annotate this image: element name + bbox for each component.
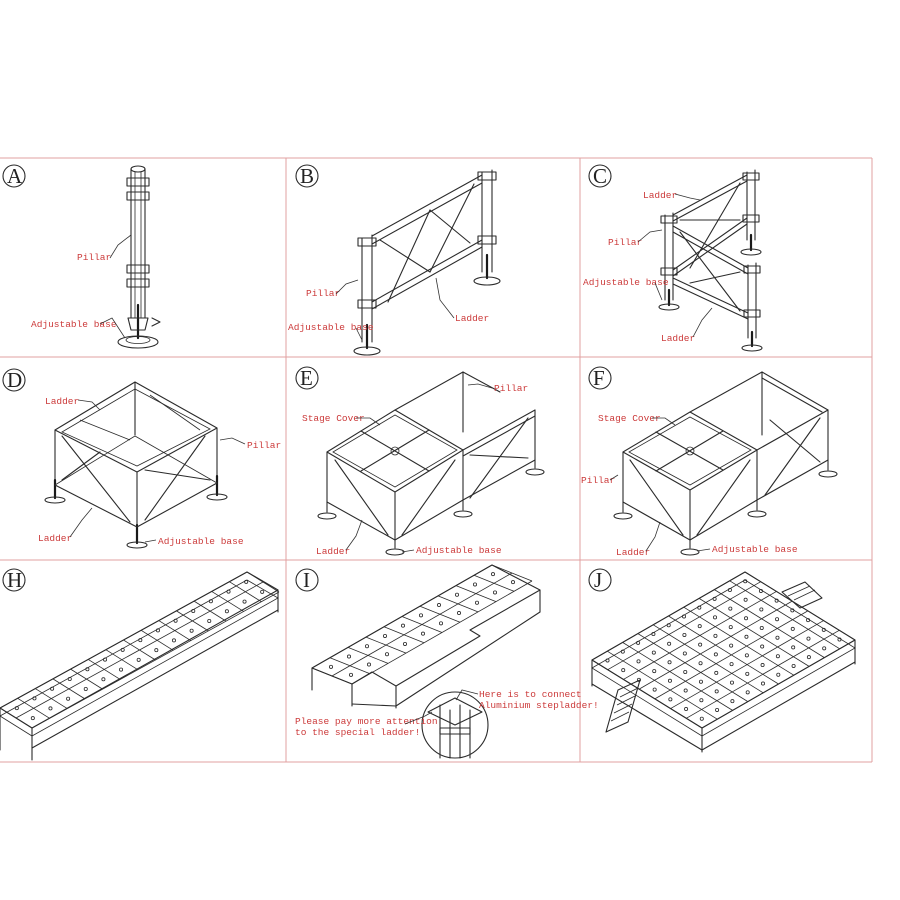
label-pillar: Pillar bbox=[581, 475, 615, 486]
label-adjustable-base: Adjustable base bbox=[416, 545, 502, 556]
ladder-frame-drawing bbox=[353, 169, 501, 356]
panel-letter-h: H bbox=[7, 568, 22, 592]
panel-j: J bbox=[588, 568, 856, 753]
label-ladder: Ladder bbox=[616, 547, 650, 558]
single-deck-frame-drawing bbox=[44, 381, 228, 549]
label-pillar: Pillar bbox=[247, 440, 281, 451]
double-deck-drawing bbox=[613, 371, 838, 556]
pillar-drawing bbox=[117, 165, 161, 349]
label-pillar: Pillar bbox=[494, 383, 528, 394]
corner-frame-drawing bbox=[658, 169, 763, 352]
label-ladder-bottom: Ladder bbox=[38, 533, 72, 544]
label-ladder-top: Ladder bbox=[45, 396, 79, 407]
label-pillar: Pillar bbox=[77, 252, 111, 263]
panel-letter-d: D bbox=[7, 368, 22, 392]
label-stage-cover: Stage Cover bbox=[302, 413, 365, 424]
rear-stair-drawing bbox=[781, 581, 823, 609]
panel-letter-b: B bbox=[300, 164, 314, 188]
front-stair-drawing bbox=[605, 679, 641, 733]
note-connect-line2: Aluminium stepladder! bbox=[479, 700, 599, 711]
label-adjustable-base: Adjustable base bbox=[712, 544, 798, 555]
label-ladder: Ladder bbox=[455, 313, 489, 324]
label-stage-cover: Stage Cover bbox=[598, 413, 661, 424]
panel-letter-c: C bbox=[593, 164, 607, 188]
note-attention-line2: to the special ladder! bbox=[295, 727, 420, 738]
panel-d: D La bbox=[2, 368, 281, 549]
panel-letter-f: F bbox=[593, 366, 605, 390]
panel-i: I Here is to connect Aluminium stepladde… bbox=[295, 564, 599, 759]
panel-grid bbox=[0, 157, 873, 763]
panel-letter-a: A bbox=[7, 164, 23, 188]
label-ladder-bottom: Ladder bbox=[661, 333, 695, 344]
note-connect-line1: Here is to connect bbox=[479, 689, 582, 700]
l-stage-drawing bbox=[311, 564, 541, 709]
large-stage-drawing bbox=[591, 571, 856, 753]
panel-h: H bbox=[0, 568, 280, 761]
panel-letter-j: J bbox=[594, 568, 602, 592]
label-ladder-top: Ladder bbox=[643, 190, 677, 201]
panel-letter-i: I bbox=[303, 568, 310, 592]
panel-e: E bbox=[295, 366, 545, 557]
label-adjustable-base: Adjustable base bbox=[158, 536, 244, 547]
panel-a: A Pillar Adjustable base bbox=[2, 164, 161, 349]
label-ladder: Ladder bbox=[316, 546, 350, 557]
label-pillar: Pillar bbox=[306, 288, 340, 299]
panel-letter-e: E bbox=[300, 366, 313, 390]
detail-magnifier bbox=[421, 691, 489, 759]
panel-b: B Pillar bbox=[288, 164, 501, 356]
label-adjustable-base: Adjustable base bbox=[31, 319, 117, 330]
label-adjustable-base: Adjustable base bbox=[288, 322, 374, 333]
note-attention-line1: Please pay more attention bbox=[295, 716, 438, 727]
deck-with-cover-drawing bbox=[317, 371, 545, 556]
label-pillar: Pillar bbox=[608, 237, 642, 248]
long-stage-drawing bbox=[0, 571, 280, 761]
panel-f: F bbox=[581, 366, 838, 558]
label-adjustable-base: Adjustable base bbox=[583, 277, 669, 288]
panel-c: C bbox=[583, 164, 763, 352]
